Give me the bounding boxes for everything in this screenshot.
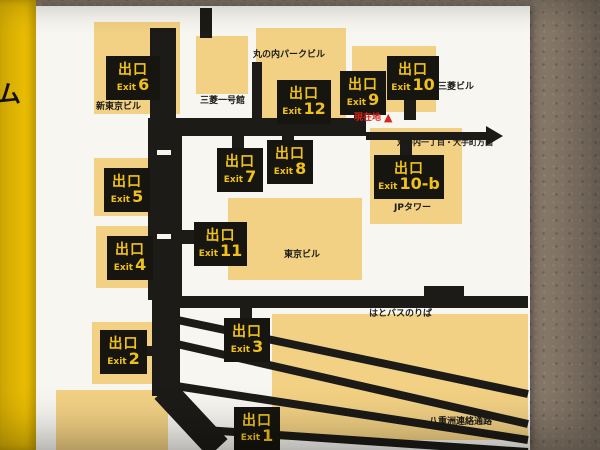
exit-number: 8 <box>295 159 307 179</box>
stair-tick <box>157 150 171 155</box>
building-block-ichigokan <box>196 36 248 94</box>
exit-label-jp: 出口 <box>348 77 378 94</box>
exit-label-jp: 出口 <box>398 62 428 79</box>
exit-number: 5 <box>132 187 144 207</box>
exit-label-en: Exit <box>116 82 137 93</box>
corridor-stub-exit10b <box>400 140 412 156</box>
exit-label-jp: 出口 <box>115 242 145 259</box>
exit-number: 4 <box>135 255 147 275</box>
stair-tick <box>157 234 171 239</box>
corridor-stub-exit8 <box>282 134 294 142</box>
exit-number: 3 <box>252 337 264 357</box>
exit-number: 2 <box>128 349 140 369</box>
corridor-spine-mid <box>148 118 182 300</box>
exit-label-en: Exit <box>113 262 134 273</box>
exit-label-en: Exit <box>240 433 261 444</box>
building-label-shin-tokyo: 新東京ビル <box>96 102 142 112</box>
bus-stop-label: はとバスのりば <box>369 309 433 319</box>
exit-label-en: Exit <box>346 97 367 108</box>
corridor-stub-exit9 <box>354 113 366 120</box>
exit-label-en: Exit <box>107 356 127 367</box>
building-block-southwest <box>56 390 168 450</box>
exit-label-jp: 出口 <box>112 174 142 191</box>
exit-label-en: Exit <box>223 174 244 185</box>
exit-label-en: Exit <box>273 166 294 177</box>
exit-label-jp: 出口 <box>394 161 424 178</box>
corridor-stub-exit7 <box>232 136 244 150</box>
corridor-stub-mid <box>252 62 262 120</box>
exit-label-en: Exit <box>230 344 251 355</box>
corridor-stub-exit10 <box>404 98 416 120</box>
building-label-jp-tower: JPタワー <box>394 203 431 213</box>
side-sign-text: ム <box>0 80 21 108</box>
building-label-ichigokan: 三菱一号館 <box>200 96 246 106</box>
exit-label-en: Exit <box>110 194 131 205</box>
exit-number: 1 <box>262 425 274 445</box>
corridor-upper-horizontal <box>176 118 366 136</box>
yaesu-passage-label: 八重洲連絡通路 <box>429 417 493 427</box>
corridor-long-bar <box>168 296 528 308</box>
yellow-side-strip <box>0 0 36 450</box>
exit-number: 12 <box>303 99 326 119</box>
exit-label-en: Exit <box>282 106 302 117</box>
exit-number: 7 <box>245 167 257 187</box>
current-location-marker-icon: ▲ <box>384 111 393 124</box>
exit-label-en: Exit <box>391 82 411 93</box>
building-label-mitsubishi: 三菱ビル <box>438 82 475 92</box>
building-block-tokyo-bldg <box>228 198 362 280</box>
corridor-walkway-east <box>366 132 488 140</box>
exit-label-jp: 出口 <box>205 228 236 245</box>
exit-label-en: Exit <box>198 248 219 259</box>
exit-label-jp: 出口 <box>225 154 255 171</box>
exit-label-jp: 出口 <box>108 336 139 353</box>
exit-label-en: Exit <box>378 181 398 192</box>
direction-label: 丸の内一丁目・大手町方面 <box>397 138 493 147</box>
exit-number: 10 <box>412 75 435 95</box>
corridor-stub-top <box>200 8 212 38</box>
exit-label-jp: 出口 <box>275 146 305 163</box>
exit-label-jp: 出口 <box>289 86 319 103</box>
exit-number: 9 <box>368 90 380 110</box>
current-location-label: 現在地 <box>354 113 382 123</box>
corridor-stub-exit2 <box>146 346 160 356</box>
exit-number: 10-b <box>399 174 440 194</box>
exit-number: 11 <box>220 241 243 261</box>
building-label-tokyo-bldg: 東京ビル <box>284 250 321 260</box>
exit-number: 6 <box>138 75 150 95</box>
bus-terminal-block <box>424 286 464 302</box>
building-label-park-bldg: 丸の内パークビル <box>253 50 326 60</box>
exit-label-jp: 出口 <box>118 62 148 79</box>
